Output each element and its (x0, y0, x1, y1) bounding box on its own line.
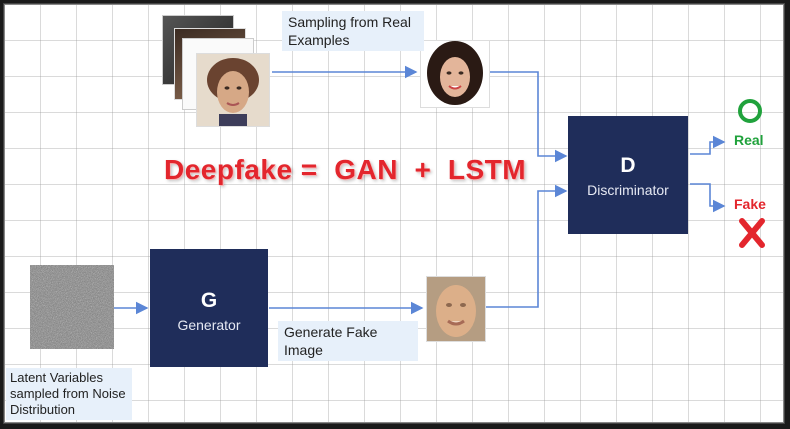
circle-icon (738, 99, 762, 123)
generated-fake-face-photo (426, 276, 486, 342)
fake-label: Fake (734, 196, 766, 212)
diagram-title: Deepfake = GAN + LSTM (164, 154, 527, 185)
noise-pattern (30, 265, 114, 349)
arrow-d-real (690, 135, 726, 155)
discriminator-name: Discriminator (587, 182, 669, 198)
generator-box: G Generator (150, 249, 268, 367)
face-illustration (436, 285, 476, 337)
face-illustration (427, 41, 483, 105)
arrow-d-fake (690, 183, 726, 213)
noise-image (30, 265, 114, 349)
generator-letter: G (200, 289, 218, 312)
discriminator-letter: D (620, 154, 636, 177)
x-icon (739, 218, 765, 248)
diagram-canvas: Sampling from Real Examples Generate Fak… (4, 4, 784, 423)
latent-variables-callout: Latent Variables sampled from Noise Dist… (6, 368, 132, 420)
sampled-real-face-photo (420, 40, 490, 108)
discriminator-box: D Discriminator (568, 116, 688, 234)
real-example-face-photo (196, 53, 270, 127)
arrow-fake-to-d (486, 184, 568, 308)
generator-name: Generator (177, 317, 241, 333)
generate-fake-callout: Generate Fake Image (278, 321, 418, 361)
face-illustration (207, 58, 259, 126)
real-label: Real (734, 132, 764, 148)
arrow-real-to-d (490, 71, 568, 163)
sampling-callout: Sampling from Real Examples (282, 11, 424, 51)
connector-arrows (114, 65, 726, 315)
